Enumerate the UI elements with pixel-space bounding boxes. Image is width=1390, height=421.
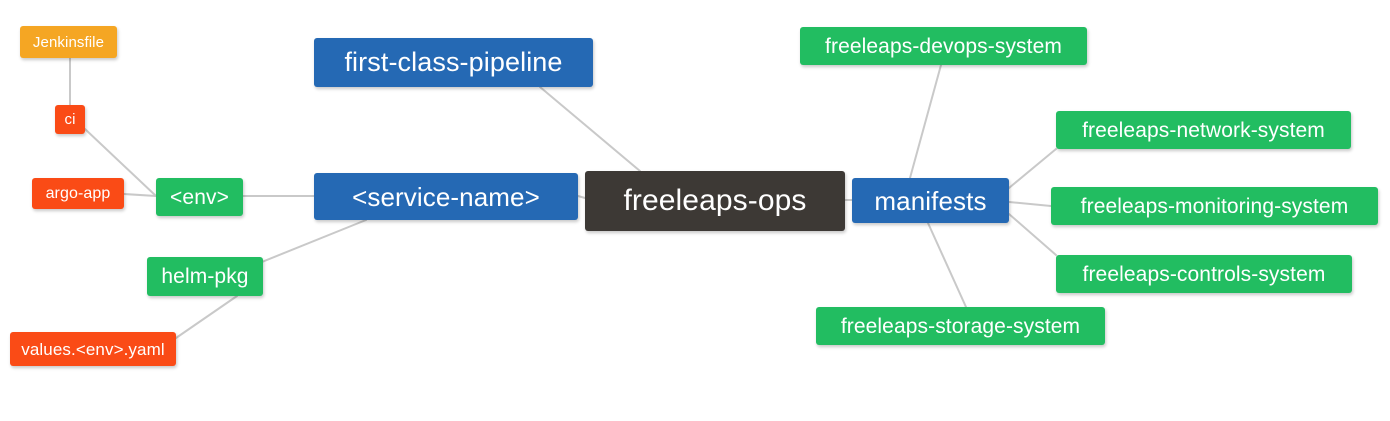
node-label-env: <env> [170,185,229,209]
node-manifests[interactable]: manifests [852,178,1009,223]
node-helm-pkg[interactable]: helm-pkg [147,257,263,296]
node-label-freeleaps-ops: freeleaps-ops [623,184,807,217]
node-label-argo-app: argo-app [45,184,111,202]
edge-manifests-to-freeleaps-monitoring-system [1008,201,1052,207]
edge-argo-app-to-env [123,193,157,197]
node-ci[interactable]: ci [55,105,85,134]
edge-freeleaps-devops-system-to-manifests [909,64,942,179]
node-freeleaps-network-system[interactable]: freeleaps-network-system [1056,111,1351,149]
node-label-freeleaps-controls-system: freeleaps-controls-system [1082,262,1326,286]
edge-values-env-yaml-to-helm-pkg [175,295,238,339]
node-label-service-name: <service-name> [352,181,540,212]
node-values-env-yaml[interactable]: values.<env>.yaml [10,332,176,366]
node-label-jenkinsfile: Jenkinsfile [32,33,105,51]
node-service-name[interactable]: <service-name> [314,173,578,220]
node-freeleaps-devops-system[interactable]: freeleaps-devops-system [800,27,1087,65]
node-first-class-pipeline[interactable]: first-class-pipeline [314,38,593,87]
edge-first-class-pipeline-to-freeleaps-ops [539,86,641,172]
node-label-freeleaps-devops-system: freeleaps-devops-system [825,34,1062,58]
node-freeleaps-ops[interactable]: freeleaps-ops [585,171,845,231]
edge-manifests-to-freeleaps-storage-system [927,222,967,308]
edge-service-name-to-freeleaps-ops [577,195,586,199]
node-freeleaps-monitoring-system[interactable]: freeleaps-monitoring-system [1051,187,1378,225]
edge-manifests-to-freeleaps-network-system [1008,148,1057,189]
node-label-manifests: manifests [874,185,987,216]
node-label-ci: ci [64,111,76,128]
node-label-freeleaps-monitoring-system: freeleaps-monitoring-system [1080,194,1349,218]
node-label-helm-pkg: helm-pkg [161,265,249,288]
node-freeleaps-storage-system[interactable]: freeleaps-storage-system [816,307,1105,345]
node-label-freeleaps-storage-system: freeleaps-storage-system [840,314,1081,338]
node-argo-app[interactable]: argo-app [32,178,124,209]
node-label-freeleaps-network-system: freeleaps-network-system [1082,118,1325,142]
node-label-values-env-yaml: values.<env>.yaml [21,339,165,359]
node-env[interactable]: <env> [156,178,243,216]
node-jenkinsfile[interactable]: Jenkinsfile [20,26,117,58]
node-label-first-class-pipeline: first-class-pipeline [344,47,563,77]
node-freeleaps-controls-system[interactable]: freeleaps-controls-system [1056,255,1352,293]
edge-manifests-to-freeleaps-controls-system [1008,213,1057,256]
